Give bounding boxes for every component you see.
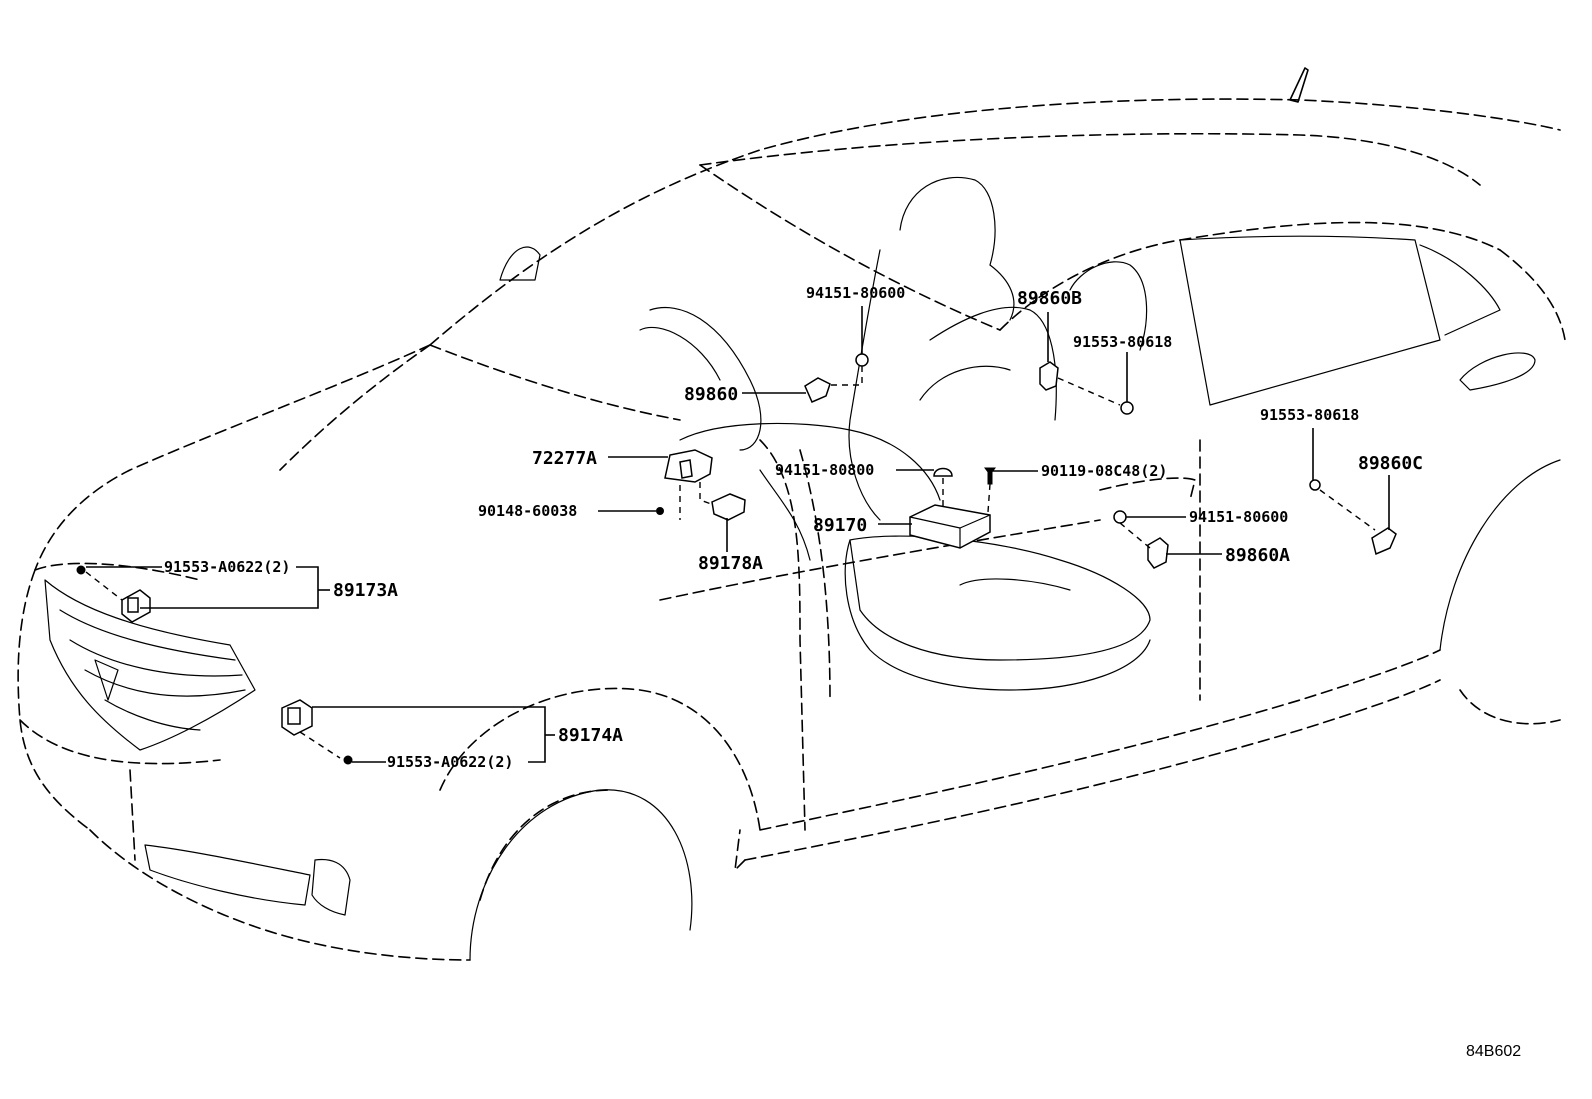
callout-94151-80800: 94151-80800 (775, 461, 874, 479)
parts (76, 353, 1397, 765)
callout-94151-80600-lower: 94151-80600 (1189, 508, 1288, 526)
callout-72277A: 72277A (532, 448, 597, 469)
front-sensor-89173A (121, 589, 151, 623)
callout-89860C: 89860C (1358, 453, 1423, 474)
screw-90148-60038 (656, 507, 664, 515)
sensor-89860C (1371, 527, 1397, 556)
diagram-reference-id: 84B602 (1466, 1043, 1521, 1060)
callout-89860: 89860 (684, 384, 738, 405)
callout-89860B: 89860B (1017, 288, 1082, 309)
nut-91553-80618-c (1309, 479, 1321, 491)
car-body-outline (17, 67, 1566, 961)
nut-94151-80600-lower (1113, 510, 1127, 524)
callout-labels: 94151-80600 89860B 91553-80618 89860 915… (164, 284, 1423, 771)
callout-91553-A0622-lower: 91553-A0622(2) (387, 753, 513, 771)
callout-89860A: 89860A (1225, 545, 1290, 566)
airbag-ecu-89170 (909, 504, 991, 549)
bolt-90119-08C48 (984, 467, 996, 485)
nut-91553-80618-b (1120, 401, 1134, 415)
front-sensor-89174A (281, 699, 313, 736)
bolt-91553-A0622-upper (76, 565, 86, 575)
nut-94151-80800 (933, 467, 953, 477)
sensor-89860B (1039, 361, 1059, 391)
callout-91553-80618-b: 91553-80618 (1073, 333, 1172, 351)
sensor-89860A (1147, 537, 1169, 569)
callout-91553-A0622-upper: 91553-A0622(2) (164, 558, 290, 576)
callout-90119-08C48: 90119-08C48(2) (1041, 462, 1167, 480)
callout-90148-60038: 90148-60038 (478, 502, 577, 520)
callout-89170: 89170 (813, 515, 867, 536)
leader-lines (85, 306, 1390, 763)
callout-89178A: 89178A (698, 553, 763, 574)
callout-89173A: 89173A (333, 580, 398, 601)
bolt-91553-A0622-lower (343, 755, 353, 765)
callout-91553-80618-c: 91553-80618 (1260, 406, 1359, 424)
sensor-89178A (711, 493, 746, 521)
sensor-89860 (804, 377, 831, 403)
callout-94151-80600-upper: 94151-80600 (806, 284, 905, 302)
nut-94151-80600-upper (855, 353, 869, 367)
callout-89174A: 89174A (558, 725, 623, 746)
